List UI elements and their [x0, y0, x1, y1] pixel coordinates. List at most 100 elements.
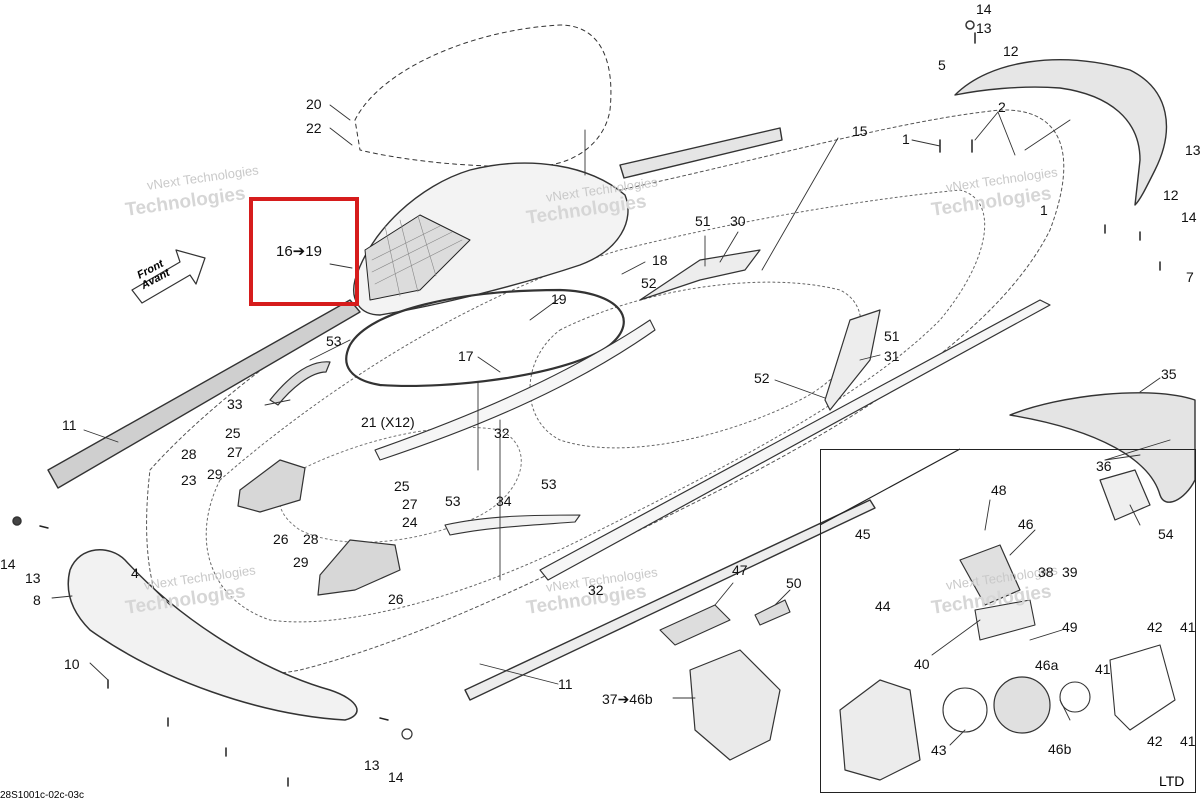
callout-19[interactable]: 19: [551, 291, 567, 307]
inset-housing: [839, 679, 921, 781]
callout-48[interactable]: 48: [991, 482, 1007, 498]
callout-25[interactable]: 25: [225, 425, 241, 441]
callout-14[interactable]: 14: [388, 769, 404, 785]
callout-46[interactable]: 46: [1018, 516, 1034, 532]
callout-25[interactable]: 25: [394, 478, 410, 494]
callout-12[interactable]: 12: [1163, 187, 1179, 203]
callout-4[interactable]: 4: [131, 565, 139, 581]
highlight-label: 16➔19: [276, 243, 322, 260]
callout-24[interactable]: 24: [402, 514, 418, 530]
callout-52[interactable]: 52: [641, 275, 657, 291]
callout-47[interactable]: 47: [732, 562, 748, 578]
callout-13[interactable]: 13: [976, 20, 992, 36]
inset-connector: [819, 448, 961, 526]
highlight-box[interactable]: [249, 197, 359, 306]
callout-14[interactable]: 14: [976, 1, 992, 17]
inset-plate: [1109, 644, 1176, 731]
seat-outline: [529, 281, 862, 449]
callout-30[interactable]: 30: [730, 213, 746, 229]
vent-assembly-left: [237, 459, 306, 513]
callout-7[interactable]: 7: [1186, 269, 1194, 285]
callout-51[interactable]: 51: [884, 328, 900, 344]
callout-13[interactable]: 13: [25, 570, 41, 586]
callout-42[interactable]: 42: [1147, 619, 1163, 635]
callout-28[interactable]: 28: [181, 446, 197, 462]
cap-14-bottom: [401, 728, 413, 740]
callout-43[interactable]: 43: [931, 742, 947, 758]
callout-15[interactable]: 15: [852, 123, 868, 139]
callout-20[interactable]: 20: [306, 96, 322, 112]
callout-39[interactable]: 39: [1062, 564, 1078, 580]
rub-rail-bottom: [464, 499, 876, 701]
callout-28[interactable]: 28: [303, 531, 319, 547]
callout-38[interactable]: 38: [1038, 564, 1054, 580]
hood-gasket: [354, 24, 612, 167]
callout-34[interactable]: 34: [496, 493, 512, 509]
callout-32[interactable]: 32: [494, 425, 510, 441]
callout-2[interactable]: 2: [998, 99, 1006, 115]
side-trim-32: [374, 319, 656, 461]
bracket-30: [639, 249, 761, 301]
callout-1[interactable]: 1: [1040, 202, 1048, 218]
callout-50[interactable]: 50: [786, 575, 802, 591]
callout-41[interactable]: 41: [1180, 619, 1196, 635]
callout-29[interactable]: 29: [293, 554, 309, 570]
callout-36[interactable]: 36: [1096, 458, 1112, 474]
callout-33[interactable]: 33: [227, 396, 243, 412]
callout-26[interactable]: 26: [273, 531, 289, 547]
callout-17[interactable]: 17: [458, 348, 474, 364]
inset-wheel: [993, 676, 1051, 734]
callout-32[interactable]: 32: [588, 582, 604, 598]
deck-detail: [278, 426, 522, 543]
callout-5[interactable]: 5: [938, 57, 946, 73]
callout-53[interactable]: 53: [541, 476, 557, 492]
inset-disc: [942, 687, 988, 733]
callout-29[interactable]: 29: [207, 466, 223, 482]
seal-strip-top: [619, 127, 783, 179]
callout-18[interactable]: 18: [652, 252, 668, 268]
callout-40[interactable]: 40: [914, 656, 930, 672]
handle-33: [269, 361, 331, 406]
callout-27[interactable]: 27: [227, 444, 243, 460]
callout-21[interactable]: 21 (X12): [361, 414, 415, 430]
washer-14-top: [965, 20, 975, 30]
callout-45[interactable]: 45: [855, 526, 871, 542]
callout-12[interactable]: 12: [1003, 43, 1019, 59]
callout-41[interactable]: 41: [1180, 733, 1196, 749]
callout-44[interactable]: 44: [875, 598, 891, 614]
callout-51[interactable]: 51: [695, 213, 711, 229]
vent-assembly-right: [317, 539, 401, 596]
callout-27[interactable]: 27: [402, 496, 418, 512]
callout-41[interactable]: 41: [1095, 661, 1111, 677]
callout-23[interactable]: 23: [181, 472, 197, 488]
callout-13[interactable]: 13: [364, 757, 380, 773]
callout-49[interactable]: 49: [1062, 619, 1078, 635]
callout-11[interactable]: 11: [62, 417, 77, 433]
hardware-screws: [39, 32, 1161, 787]
callout-10[interactable]: 10: [64, 656, 80, 672]
callout-54[interactable]: 54: [1158, 526, 1174, 542]
rear-side-panel-35: [1009, 392, 1196, 503]
callout-53[interactable]: 53: [326, 333, 342, 349]
callout-37-46b[interactable]: 37➔46b: [602, 691, 653, 707]
callout-53[interactable]: 53: [445, 493, 461, 509]
callout-1[interactable]: 1: [902, 131, 910, 147]
callout-13[interactable]: 13: [1185, 142, 1200, 158]
hood-grille-hatch: [371, 215, 463, 297]
inset-slide: [974, 599, 1036, 641]
callout-42[interactable]: 42: [1147, 733, 1163, 749]
callout-11[interactable]: 11: [558, 676, 573, 692]
callout-22[interactable]: 22: [306, 120, 322, 136]
callout-8[interactable]: 8: [33, 592, 41, 608]
callout-46b[interactable]: 46b: [1048, 741, 1072, 757]
step-lever-50: [754, 599, 791, 626]
front-arrow-shape: [131, 249, 206, 304]
callout-14[interactable]: 14: [1181, 209, 1197, 225]
callout-31[interactable]: 31: [884, 348, 900, 364]
callout-14[interactable]: 14: [0, 556, 16, 572]
callout-26[interactable]: 26: [388, 591, 404, 607]
callout-35[interactable]: 35: [1161, 366, 1177, 382]
callout-46a[interactable]: 46a: [1035, 657, 1059, 673]
callout-52[interactable]: 52: [754, 370, 770, 386]
